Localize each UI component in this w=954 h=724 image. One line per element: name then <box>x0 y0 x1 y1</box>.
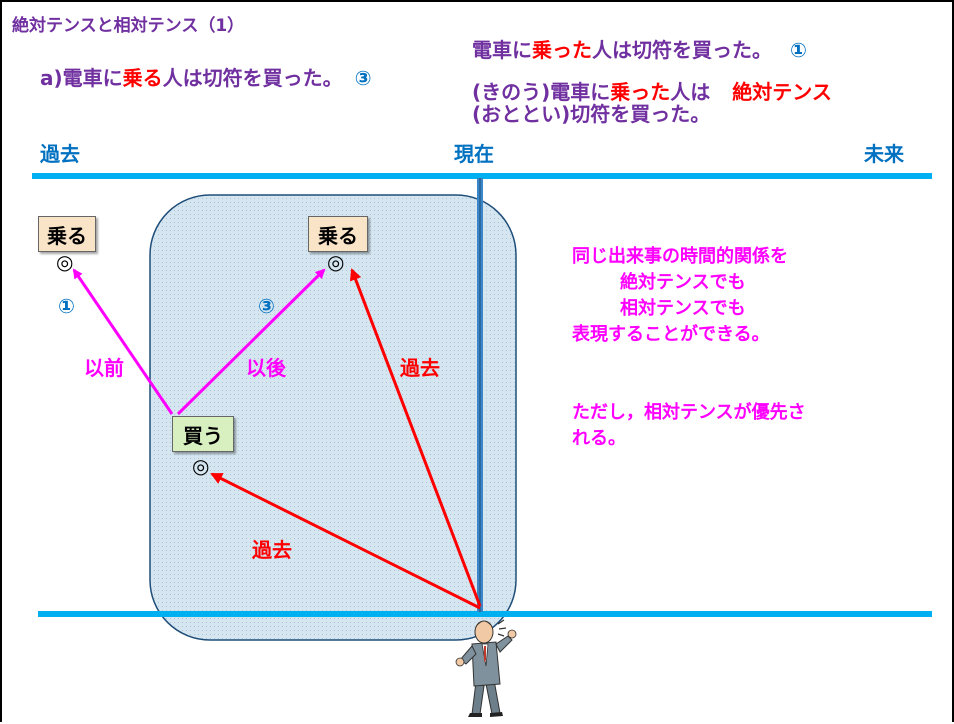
event-ride-near-mark: ◎ <box>327 250 345 274</box>
example-abs-verb: 乗った <box>610 80 671 104</box>
event-ride-far: 乗る <box>38 216 96 252</box>
note-line-6: れる。 <box>572 428 626 449</box>
example-abs-suffix: 人は <box>670 80 711 104</box>
arrow-past-lower <box>210 472 481 610</box>
arrow-label-past-upper: 過去 <box>400 356 440 380</box>
event-buy: 買う <box>172 416 234 452</box>
note-line-2: 絶対テンスでも <box>620 272 746 293</box>
example-a: a)電車に乗る人は切符を買った。 ③ <box>40 68 372 88</box>
event-ride-far-mark: ◎ <box>56 250 74 274</box>
example-1-prefix: 電車に <box>472 38 532 62</box>
event-buy-mark: ◎ <box>192 454 210 478</box>
note-line-3: 相対テンスでも <box>620 298 746 319</box>
example-a-verb: 乗る <box>122 66 163 90</box>
example-absolute-line2: (おととい)切符を買った。 <box>472 102 711 126</box>
example-a-suffix: 人は切符を買った。 <box>162 66 343 90</box>
businessman-speaking-icon <box>455 619 517 717</box>
timeline-past-label: 過去 <box>40 142 80 166</box>
note-line-4: 表現することができる。 <box>572 324 770 345</box>
arrow-before <box>72 268 174 415</box>
example-a-mark: ③ <box>354 66 372 90</box>
arrow-label-circle3: ③ <box>258 294 275 318</box>
arrow-label-past-lower: 過去 <box>252 538 292 562</box>
example-1-suffix: 人は切符を買った。 <box>592 38 772 62</box>
arrow-label-before: 以前 <box>84 356 124 380</box>
timeline-present-label: 現在 <box>454 142 494 166</box>
timeline-future-label: 未来 <box>864 142 904 166</box>
example-absolute-line1: (きのう)電車に乗った人は絶対テンス <box>472 82 832 102</box>
absolute-tense-label: 絶対テンス <box>732 80 832 104</box>
example-1: 電車に乗った人は切符を買った。 ① <box>472 40 807 60</box>
arrow-label-circle1: ① <box>58 294 75 318</box>
event-ride-near: 乗る <box>308 216 368 252</box>
note-line-5: ただし，相対テンスが優先さ <box>572 402 806 423</box>
relative-time-region <box>149 194 517 641</box>
arrow-after <box>176 268 326 416</box>
arrow-past-upper <box>349 268 482 607</box>
example-1-mark: ① <box>790 38 807 62</box>
example-1-verb: 乗った <box>532 38 592 62</box>
example-abs-prefix: (きのう)電車に <box>472 80 611 104</box>
arrow-label-after: 以後 <box>246 356 286 380</box>
slide-title: 絶対テンスと相対テンス（1） <box>12 16 245 36</box>
example-a-prefix: a)電車に <box>40 66 123 90</box>
note-line-1: 同じ出来事の時間的関係を <box>572 246 788 267</box>
